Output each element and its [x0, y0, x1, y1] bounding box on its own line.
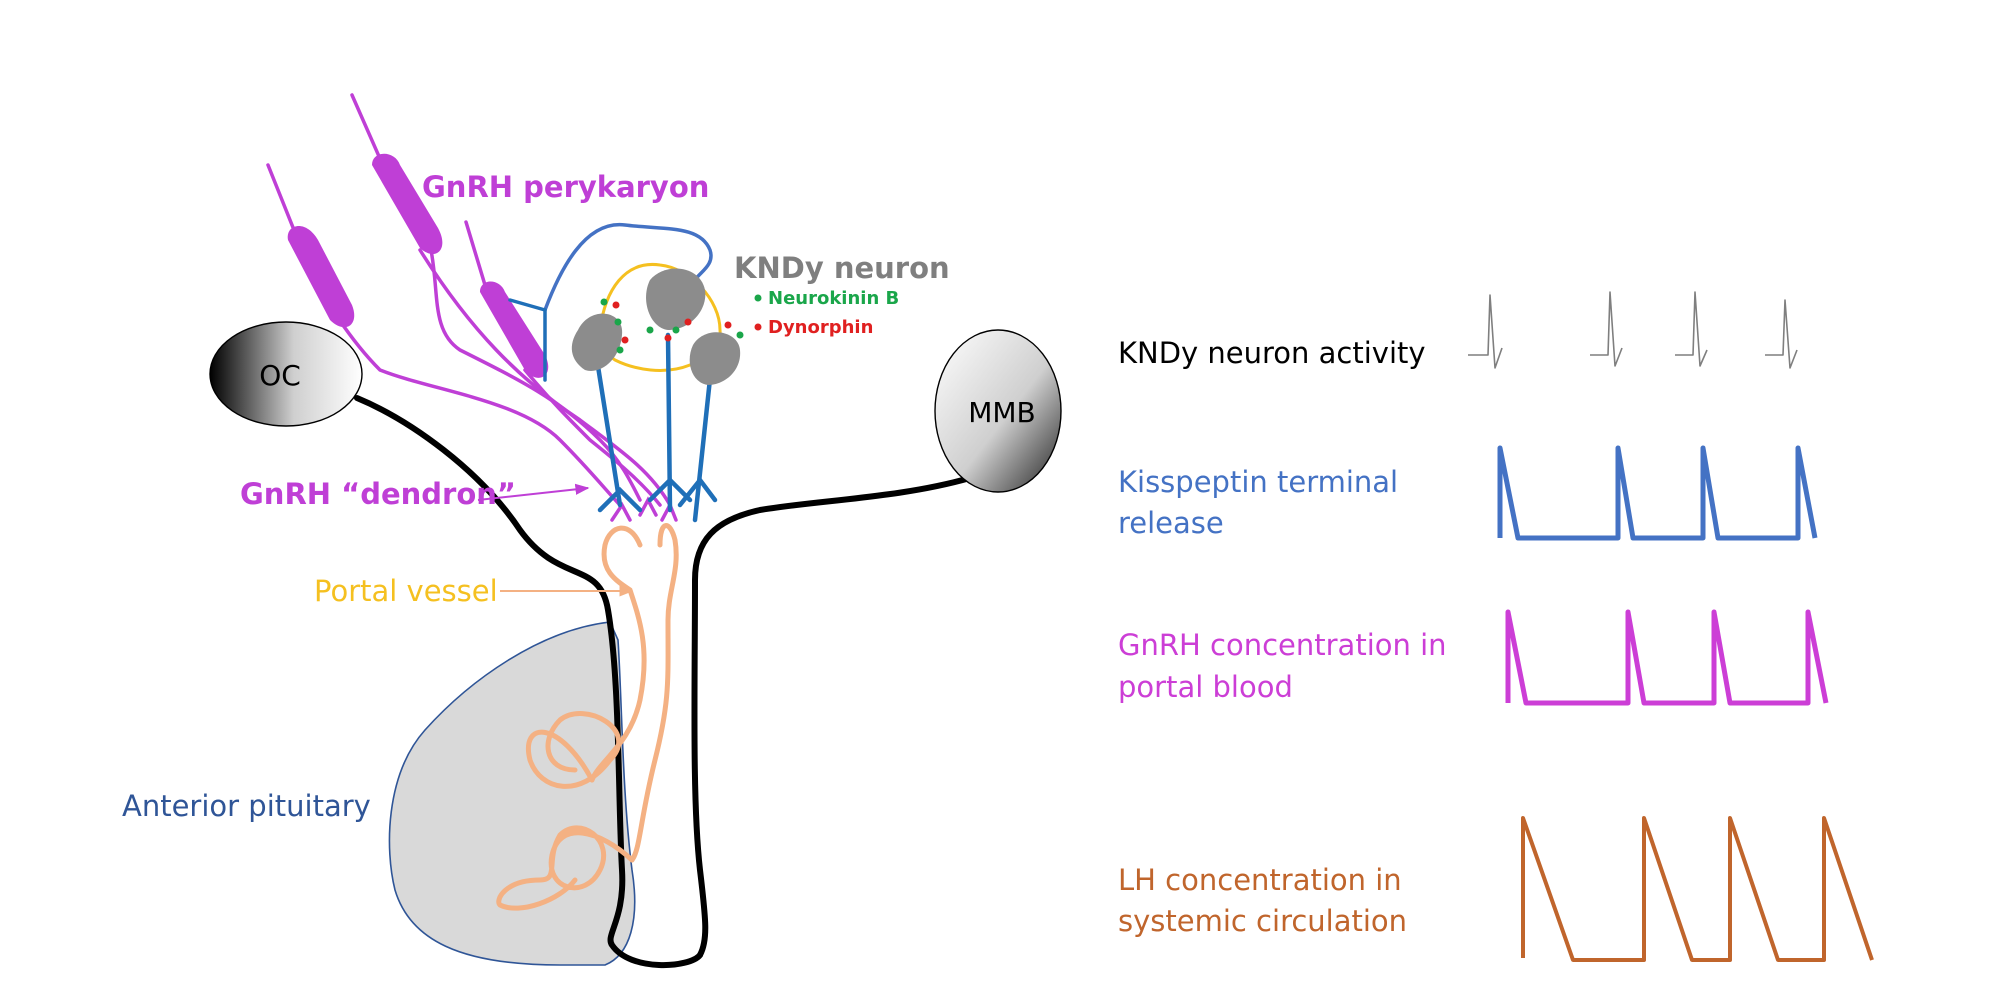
gnrh-concentration-trace	[1505, 609, 1829, 706]
trace-label-lh-line2: systemic circulation	[1118, 904, 1407, 938]
gnrh-perykaryon-label: GnRH perykaryon	[422, 170, 709, 204]
neuropeptide-dots	[600, 298, 744, 354]
trace-label-lh-line1: LH concentration in	[1118, 863, 1402, 897]
portal-vessel-label: Portal vessel	[314, 574, 498, 608]
oc-structure: OC	[209, 321, 363, 427]
neurokinin-b-label: Neurokinin B	[768, 288, 899, 309]
stalk-left-outline	[354, 395, 703, 969]
trace-label-gnrh-line1: GnRH concentration in	[1118, 628, 1447, 662]
kisspeptin-release-trace	[1497, 445, 1818, 541]
stalk-right-outline	[691, 475, 973, 958]
kndy-blue-branch	[508, 298, 547, 382]
kndy-legend: KNDy neuron Neurokinin B Dynorphin	[734, 251, 950, 338]
trace-label-kisspeptin-line2: release	[1118, 506, 1224, 540]
gnrh-somata	[287, 153, 549, 378]
trace-label-kndy-activity: KNDy neuron activity	[1118, 336, 1426, 370]
trace-label-kisspeptin-line1: Kisspeptin terminal	[1118, 465, 1398, 499]
anterior-pituitary-shape	[388, 621, 636, 966]
mmb-structure: MMB	[934, 329, 1062, 493]
kndy-blue-loop	[543, 223, 713, 312]
kndy-neuron-label: KNDy neuron	[734, 251, 950, 285]
kndy-activity-trace	[1468, 291, 1798, 369]
gnrh-dendron-label: GnRH “dendron”	[240, 477, 516, 511]
mmb-label: MMB	[968, 396, 1036, 429]
gnrh-dendron-arrow	[477, 483, 590, 501]
portal-vessel	[496, 523, 679, 911]
trace-label-gnrh-line2: portal blood	[1118, 670, 1293, 704]
kndy-cell-bodies	[571, 268, 741, 385]
anterior-pituitary-label: Anterior pituitary	[122, 789, 371, 823]
dynorphin-label: Dynorphin	[768, 317, 873, 338]
kisspeptin-axons	[594, 332, 718, 523]
oc-label: OC	[259, 359, 301, 392]
lh-concentration-trace	[1521, 816, 1874, 962]
